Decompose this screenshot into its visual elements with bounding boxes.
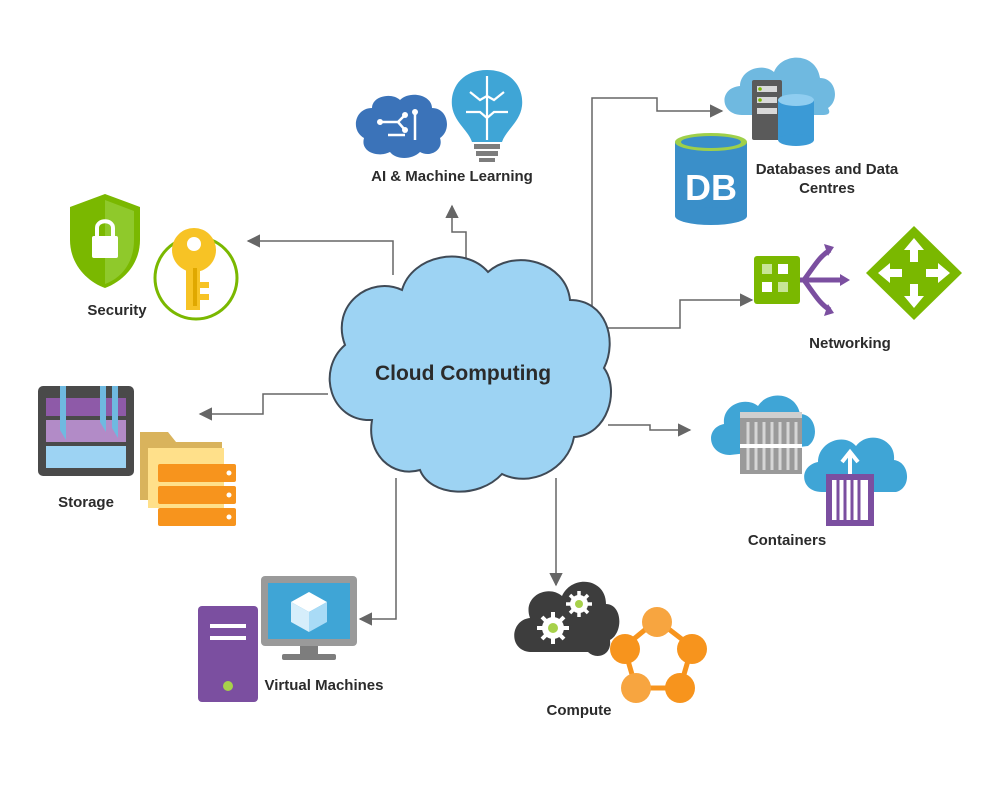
router-arrows-icon	[866, 226, 962, 320]
cloud-upload-container-icon	[804, 437, 908, 526]
node-networking: Networking	[754, 226, 962, 352]
containers-label: Containers	[748, 532, 826, 549]
connector-databases	[591, 97, 724, 308]
virtual-machines-label: Virtual Machines	[265, 677, 384, 694]
monitor-vm-icon	[261, 576, 357, 660]
server-tower-icon	[198, 606, 258, 702]
node-virtual-machines: Virtual Machines	[198, 576, 383, 702]
connector-storage	[198, 393, 328, 421]
cloud-container-icon	[711, 395, 815, 474]
node-containers: Containers	[711, 395, 908, 549]
connector-virtual-machines	[358, 478, 397, 626]
ai-label: AI & Machine Learning	[371, 168, 533, 185]
cloud-gears-icon	[514, 581, 620, 656]
security-label: Security	[87, 302, 147, 319]
connector-containers	[608, 423, 692, 437]
networking-label: Networking	[809, 335, 891, 352]
compute-label: Compute	[547, 702, 612, 719]
databases-label-line1: Databases and Data	[756, 161, 899, 178]
connectors	[198, 97, 754, 626]
lightbulb-brain-icon	[451, 70, 523, 162]
brain-circuit-icon	[355, 94, 447, 158]
network-switch-icon	[754, 244, 850, 316]
connector-networking	[604, 293, 754, 329]
storage-stack-icon	[158, 464, 236, 526]
center-label: Cloud Computing	[375, 362, 551, 385]
databases-label-line2: Centres	[799, 180, 855, 197]
node-ai-machine-learning: AI & Machine Learning	[355, 70, 533, 185]
database-icon: DB	[675, 133, 747, 225]
storage-disk-icon	[38, 386, 134, 476]
cloud-shape	[328, 255, 612, 493]
cloud-server-icon	[724, 57, 835, 146]
database-icon-text: DB	[685, 167, 737, 208]
node-security: Security	[70, 194, 239, 321]
node-storage: Storage	[38, 386, 236, 526]
node-compute: Compute	[514, 581, 707, 719]
key-icon	[153, 228, 239, 321]
shield-lock-icon	[70, 194, 140, 288]
center-cloud: Cloud Computing	[328, 255, 612, 493]
network-nodes-icon	[610, 607, 707, 703]
connector-security	[246, 234, 394, 275]
storage-label: Storage	[58, 494, 114, 511]
connector-ai	[445, 204, 467, 262]
node-databases: DB Databases and Data Centres	[675, 57, 899, 225]
